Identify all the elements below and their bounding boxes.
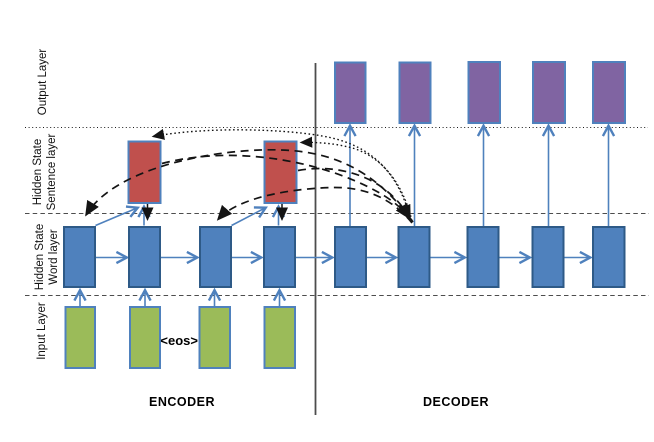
- layer-label-sentence-text: Sentence layer: [45, 133, 58, 211]
- input-box: [129, 306, 161, 369]
- input-box: [64, 306, 96, 369]
- word-state-box-decoder: [592, 226, 626, 288]
- input-box: [198, 306, 231, 369]
- layer-label-hidden-word: Hidden State Word layer: [34, 215, 62, 299]
- word-state-box-decoder: [531, 226, 565, 288]
- sentence-state-box: [127, 140, 162, 204]
- dashed-arc-to-encoder-word-3: [216, 186, 413, 224]
- arrow-word-to-sentence-diagonal: [95, 205, 141, 227]
- output-box: [398, 61, 432, 124]
- sentence-state-box: [263, 140, 298, 204]
- layer-label-hidden-state-text: Hidden State: [34, 223, 46, 291]
- output-box: [592, 61, 626, 124]
- layer-label-hidden-sentence: Hidden State Sentence layer: [32, 124, 60, 220]
- decoder-region-label: DECODER: [422, 395, 489, 409]
- layer-label-input-text: Input Layer: [36, 302, 48, 360]
- dashed-arc-to-encoder-word-1: [85, 148, 414, 223]
- word-state-box-encoder: [128, 226, 161, 288]
- arrow-word-to-sentence-diagonal: [231, 206, 268, 227]
- output-box: [334, 61, 367, 124]
- word-state-box-decoder: [334, 226, 367, 288]
- dotted-arc-to-sentence1: [151, 128, 412, 221]
- word-state-box-encoder: [63, 226, 96, 288]
- dashed-arc-sentence1-to-decoder: [161, 154, 410, 220]
- word-state-box-decoder: [466, 226, 500, 288]
- input-box: [263, 306, 296, 369]
- layer-label-output: Output Layer: [37, 42, 51, 122]
- eos-token-label: <eos>: [160, 333, 198, 348]
- word-state-box-decoder: [397, 226, 431, 288]
- layer-label-input: Input Layer: [36, 296, 50, 366]
- word-state-box-encoder: [199, 226, 232, 288]
- output-box: [532, 61, 566, 124]
- layer-label-output-text: Output Layer: [37, 48, 49, 116]
- output-box: [467, 61, 501, 124]
- encoder-region-label: ENCODER: [148, 395, 215, 409]
- dotted-arc-to-sentence2: [299, 136, 413, 222]
- layer-label-hidden-state-text: Hidden State: [32, 138, 44, 206]
- word-state-box-encoder: [263, 226, 296, 288]
- layer-label-word-text: Word layer: [47, 229, 60, 285]
